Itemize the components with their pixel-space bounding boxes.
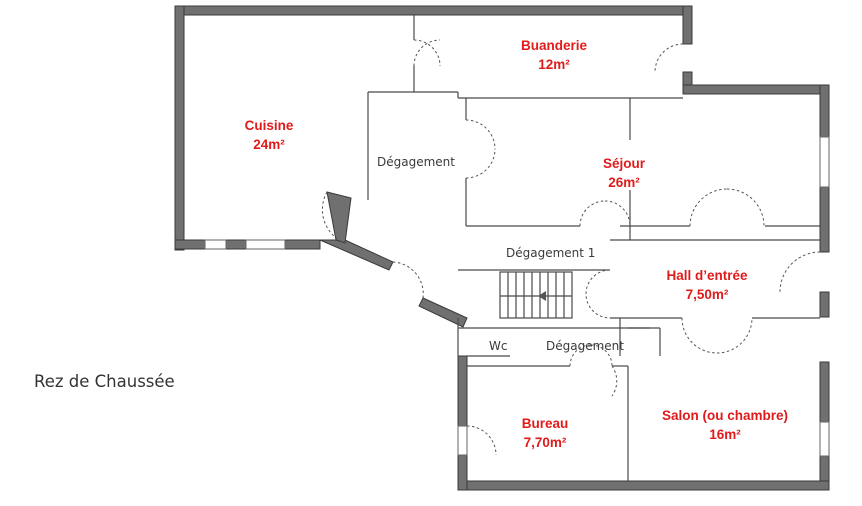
room-name: Buanderie [520,38,588,53]
room-label-bureau: Bureau 7,70m² [522,414,569,452]
room-area: 7,70m² [523,435,567,450]
staircase [499,271,573,319]
room-area: 12m² [538,57,570,72]
label-wc: Wc [489,339,508,353]
floor-title: Rez de Chaussée [34,372,175,391]
room-area: 26m² [608,175,640,190]
label-degagement-1: Dégagement 1 [506,246,596,260]
label-degagement: Dégagement [377,155,455,169]
room-area: 7,50m² [685,287,729,302]
label-degagement-lower: Dégagement [546,339,624,353]
room-name: Salon (ou chambre) [661,408,789,423]
walls [174,5,830,491]
room-name: Séjour [602,156,646,171]
doors [321,39,821,456]
windows [204,136,830,457]
room-area: 24m² [253,137,285,152]
room-label-buanderie: Buanderie 12m² [521,36,587,74]
room-name: Cuisine [244,118,294,133]
interior-walls [367,15,820,481]
room-label-sejour: Séjour 26m² [603,154,645,192]
room-label-hall: Hall d’entrée 7,50m² [666,266,747,304]
room-area: 16m² [709,427,741,442]
room-name: Bureau [521,416,569,431]
room-name: Hall d’entrée [666,268,748,283]
room-label-salon: Salon (ou chambre) 16m² [662,406,788,444]
room-label-cuisine: Cuisine 24m² [245,116,294,154]
